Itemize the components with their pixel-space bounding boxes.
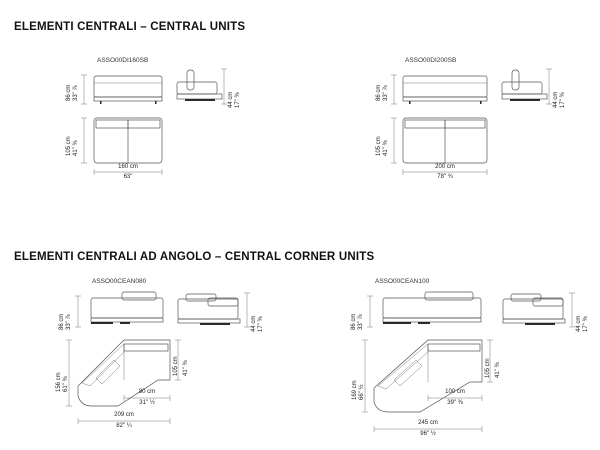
side-depth-in-label: 41" ⅜ <box>183 360 189 376</box>
seat-cm-label: 44 cm <box>553 91 559 108</box>
inner-width-cm-label: 100 cm <box>445 389 465 395</box>
section-title-central-units: ELEMENTI CENTRALI – CENTRAL UNITS <box>14 21 246 33</box>
width-cm-label: 245 cm <box>418 420 438 426</box>
depth-cm-label: 105 cm <box>376 136 382 156</box>
unit-200-plan <box>391 117 488 175</box>
height-cm-label: 86 cm <box>376 84 382 101</box>
depth-in-label: 41" ⅜ <box>73 140 79 156</box>
plan-depth-in-label: 61" ⅜ <box>63 376 69 392</box>
plan-depth-in-label: 66" ½ <box>359 384 365 400</box>
seat-in-label: 17" ⅜ <box>583 316 589 332</box>
unit-code: ASSO00CEAN100 <box>375 278 430 285</box>
unit-200-front-elevation <box>391 74 488 105</box>
plan-depth-cm-label: 169 cm <box>352 380 358 400</box>
width-in-label: 96" ½ <box>420 431 436 437</box>
seat-cm-label: 44 cm <box>251 315 257 332</box>
unit-cean080-plan <box>66 339 181 424</box>
height-in-label: 33" ⅞ <box>73 85 79 101</box>
seat-in-label: 17" ⅜ <box>258 316 264 332</box>
width-cm-label: 160 cm <box>118 164 138 170</box>
width-cm-label: 209 cm <box>114 412 134 418</box>
side-depth-cm-label: 105 cm <box>173 356 179 376</box>
section-title-central-corner-units: ELEMENTI CENTRALI AD ANGOLO – CENTRAL CO… <box>14 251 375 263</box>
width-in-label: 78" ¾ <box>437 174 453 180</box>
unit-cean080-side-elevation <box>177 292 250 328</box>
seat-cm-label: 44 cm <box>576 315 582 332</box>
width-cm-label: 200 cm <box>435 164 455 170</box>
height-in-label: 33" ⅞ <box>358 314 364 330</box>
unit-code: ASSO00DI160SB <box>97 57 149 64</box>
height-cm-label: 86 cm <box>59 313 65 330</box>
inner-width-in-label: 39" ⅜ <box>447 400 463 406</box>
side-depth-in-label: 41" ⅜ <box>495 362 501 378</box>
seat-in-label: 17" ⅜ <box>560 92 566 108</box>
unit-cean100-front-elevation <box>367 291 482 328</box>
unit-cean080-front-elevation <box>75 291 164 328</box>
unit-160-side-elevation <box>176 68 227 105</box>
height-cm-label: 86 cm <box>351 313 357 330</box>
height-in-label: 33" ⅞ <box>383 85 389 101</box>
unit-cean100-plan <box>362 339 493 432</box>
unit-cean100-side-elevation <box>502 292 575 328</box>
seat-in-label: 17" ⅜ <box>235 92 241 108</box>
inner-width-in-label: 31" ½ <box>139 400 155 406</box>
width-in-label: 63" <box>123 174 133 180</box>
side-depth-cm-label: 105 cm <box>485 358 491 378</box>
plan-depth-cm-label: 156 cm <box>56 372 62 392</box>
unit-code: ASSO00CEAN080 <box>92 278 147 285</box>
height-cm-label: 86 cm <box>66 84 72 101</box>
seat-cm-label: 44 cm <box>228 91 234 108</box>
unit-200-side-elevation <box>501 68 552 105</box>
unit-160-plan <box>81 117 163 175</box>
height-in-label: 33" ⅞ <box>66 314 72 330</box>
depth-cm-label: 105 cm <box>66 136 72 156</box>
width-in-label: 82" ¼ <box>116 423 132 429</box>
unit-160-front-elevation <box>81 74 163 105</box>
depth-in-label: 41" ⅜ <box>383 140 389 156</box>
inner-width-cm-label: 80 cm <box>138 389 156 395</box>
unit-code: ASSO00DI200SB <box>405 57 457 64</box>
